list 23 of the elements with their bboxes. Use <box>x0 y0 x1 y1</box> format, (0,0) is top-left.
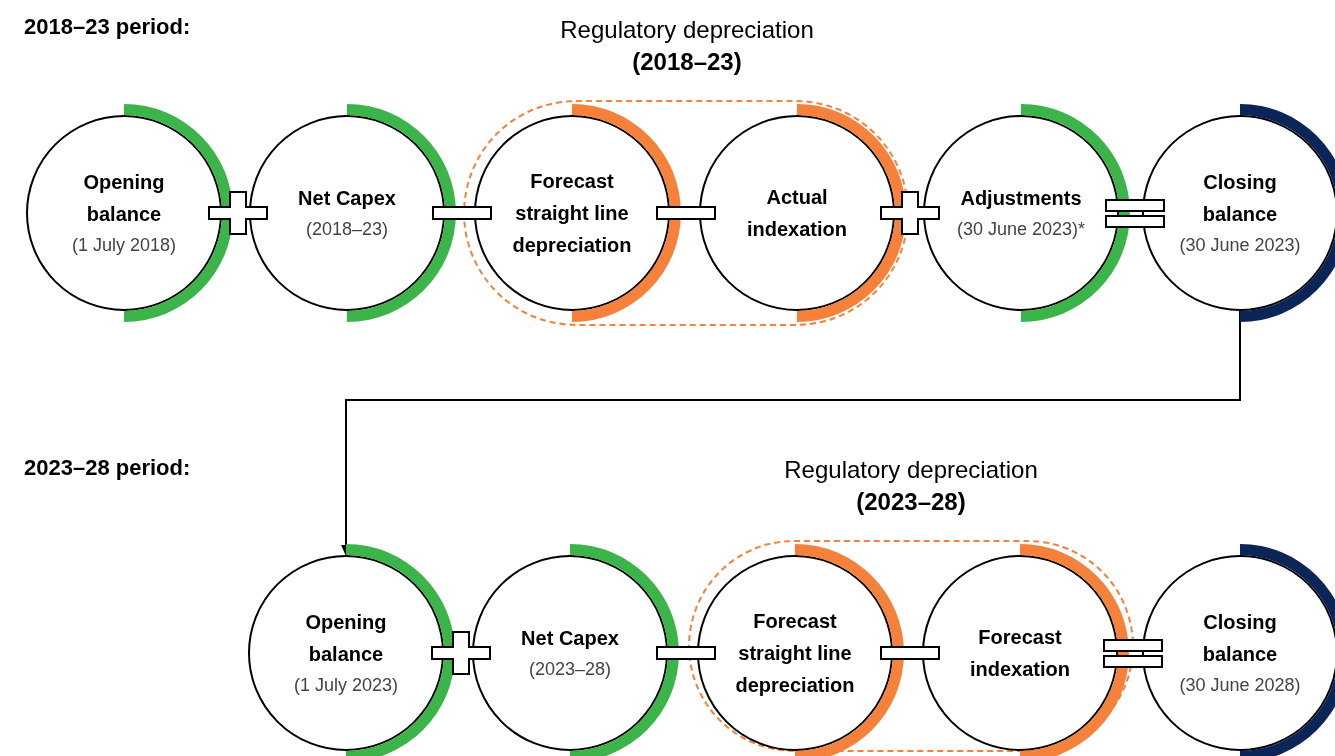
node-heading: Forecast indexation <box>969 625 1071 682</box>
node-date: (30 June 2023)* <box>956 218 1086 241</box>
node-heading: Adjustments <box>960 186 1082 211</box>
node-heading: Opening balance <box>304 610 388 667</box>
node-date: (30 June 2028) <box>1179 674 1301 697</box>
node-heading: Forecast straight line depreciation <box>734 609 856 698</box>
node-heading: Net Capex <box>298 186 396 211</box>
node-heading: Actual indexation <box>746 185 848 242</box>
node-date: (1 July 2018) <box>71 234 177 257</box>
node-date: (30 June 2023) <box>1179 234 1301 257</box>
node-date: (1 July 2023) <box>293 674 399 697</box>
group-title: Regulatory depreciation (2018–23) <box>559 15 815 77</box>
node-date: (2023–28) <box>528 658 612 681</box>
period-label: 2023–28 period: <box>24 455 191 481</box>
node-date: (2018–23) <box>305 218 389 241</box>
node-heading: Closing balance <box>1201 170 1279 227</box>
dashed-group-outline <box>463 100 909 326</box>
node-heading: Opening balance <box>82 170 166 227</box>
period-label: 2018–23 period: <box>24 14 191 40</box>
node-heading: Closing balance <box>1201 610 1279 667</box>
group-title: Regulatory depreciation (2023–28) <box>783 455 1039 517</box>
node-heading: Forecast straight line depreciation <box>511 169 633 258</box>
node-heading: Net Capex <box>521 626 619 651</box>
